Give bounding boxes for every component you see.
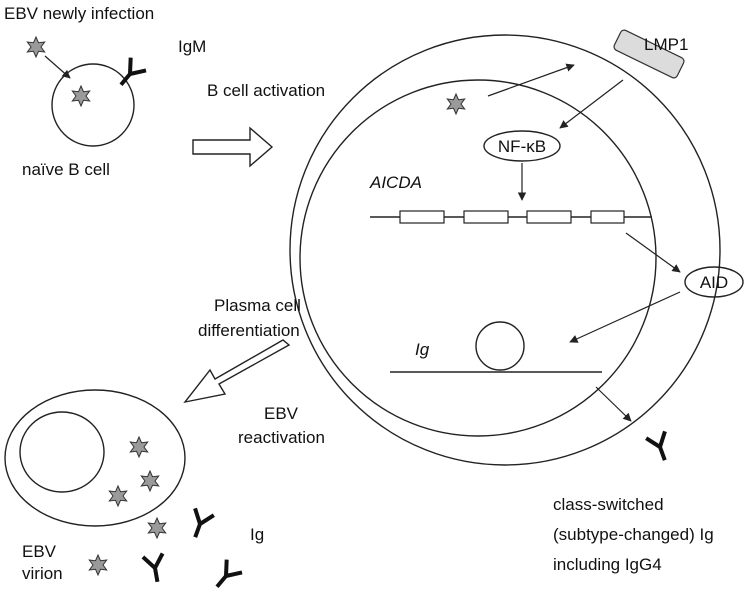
activation-arrow-icon: [192, 126, 274, 168]
plasma-cell-nucleus: [19, 411, 105, 493]
reactivation-label-line1: EBV: [264, 404, 299, 423]
aid-bound-circle: [475, 321, 525, 371]
reactivation-label-line2: reactivation: [238, 428, 325, 447]
virus-icon: [26, 35, 46, 59]
virion-icon: [88, 553, 108, 577]
aid-label: AID: [700, 273, 728, 292]
aid-oval: [684, 266, 744, 298]
aicda-exon: [590, 210, 625, 224]
aicda-to-aid-arrow: [625, 232, 681, 273]
class-switched-label-line2: (subtype-changed) Ig: [553, 525, 714, 544]
naive-b-cell: [51, 63, 135, 147]
virion-label-line1: EBV: [22, 542, 57, 561]
virus-icon: [446, 92, 466, 116]
ebv-infection-label: EBV newly infection: [4, 4, 154, 23]
ebv-to-lmp1-arrow: [487, 63, 575, 97]
virion-icon: [147, 516, 167, 540]
igm-label: IgM: [178, 37, 206, 56]
aicda-exon: [399, 210, 445, 224]
virus-icon: [108, 484, 128, 508]
secreted-antibody-icon: [141, 552, 165, 583]
nfkb-label: NF-κB: [498, 137, 546, 156]
aicda-exon: [526, 210, 572, 224]
virus-icon: [140, 469, 160, 493]
secreted-antibody-icon: [193, 507, 215, 538]
virus-icon: [71, 84, 91, 108]
secreted-antibody-icon: [215, 559, 243, 589]
plasma-label-line1: Plasma cell: [214, 296, 301, 315]
ig-gene-label: Ig: [415, 340, 430, 359]
secreted-ig-label: Ig: [250, 525, 264, 544]
aicda-label: AICDA: [369, 173, 422, 192]
igm-antibody-icon: [119, 57, 147, 87]
lmp1-label: LMP1: [644, 35, 688, 54]
aid-to-ig-arrow: [569, 291, 681, 343]
ig-to-antibody-arrow: [595, 386, 632, 422]
activated-b-cell-nucleus: [299, 79, 657, 437]
lmp1-protein: [613, 29, 685, 79]
class-switched-antibody-icon: [645, 430, 667, 461]
plasma-label-line2: differentiation: [198, 321, 300, 340]
plasma-cell: [4, 389, 186, 527]
class-switched-label-line3: including IgG4: [553, 555, 662, 574]
b-cell-activation-label: B cell activation: [207, 81, 325, 100]
lmp1-to-nfkb-arrow: [559, 79, 624, 129]
virus-icon: [129, 435, 149, 459]
activated-b-cell-outer: [289, 34, 721, 466]
naive-b-cell-label: naïve B cell: [22, 160, 110, 179]
class-switched-label-line1: class-switched: [553, 495, 664, 514]
nfkb-oval: [483, 130, 561, 162]
differentiation-arrow-icon: [183, 339, 291, 404]
virion-label-line2: virion: [22, 564, 63, 583]
aicda-exon: [463, 210, 509, 224]
